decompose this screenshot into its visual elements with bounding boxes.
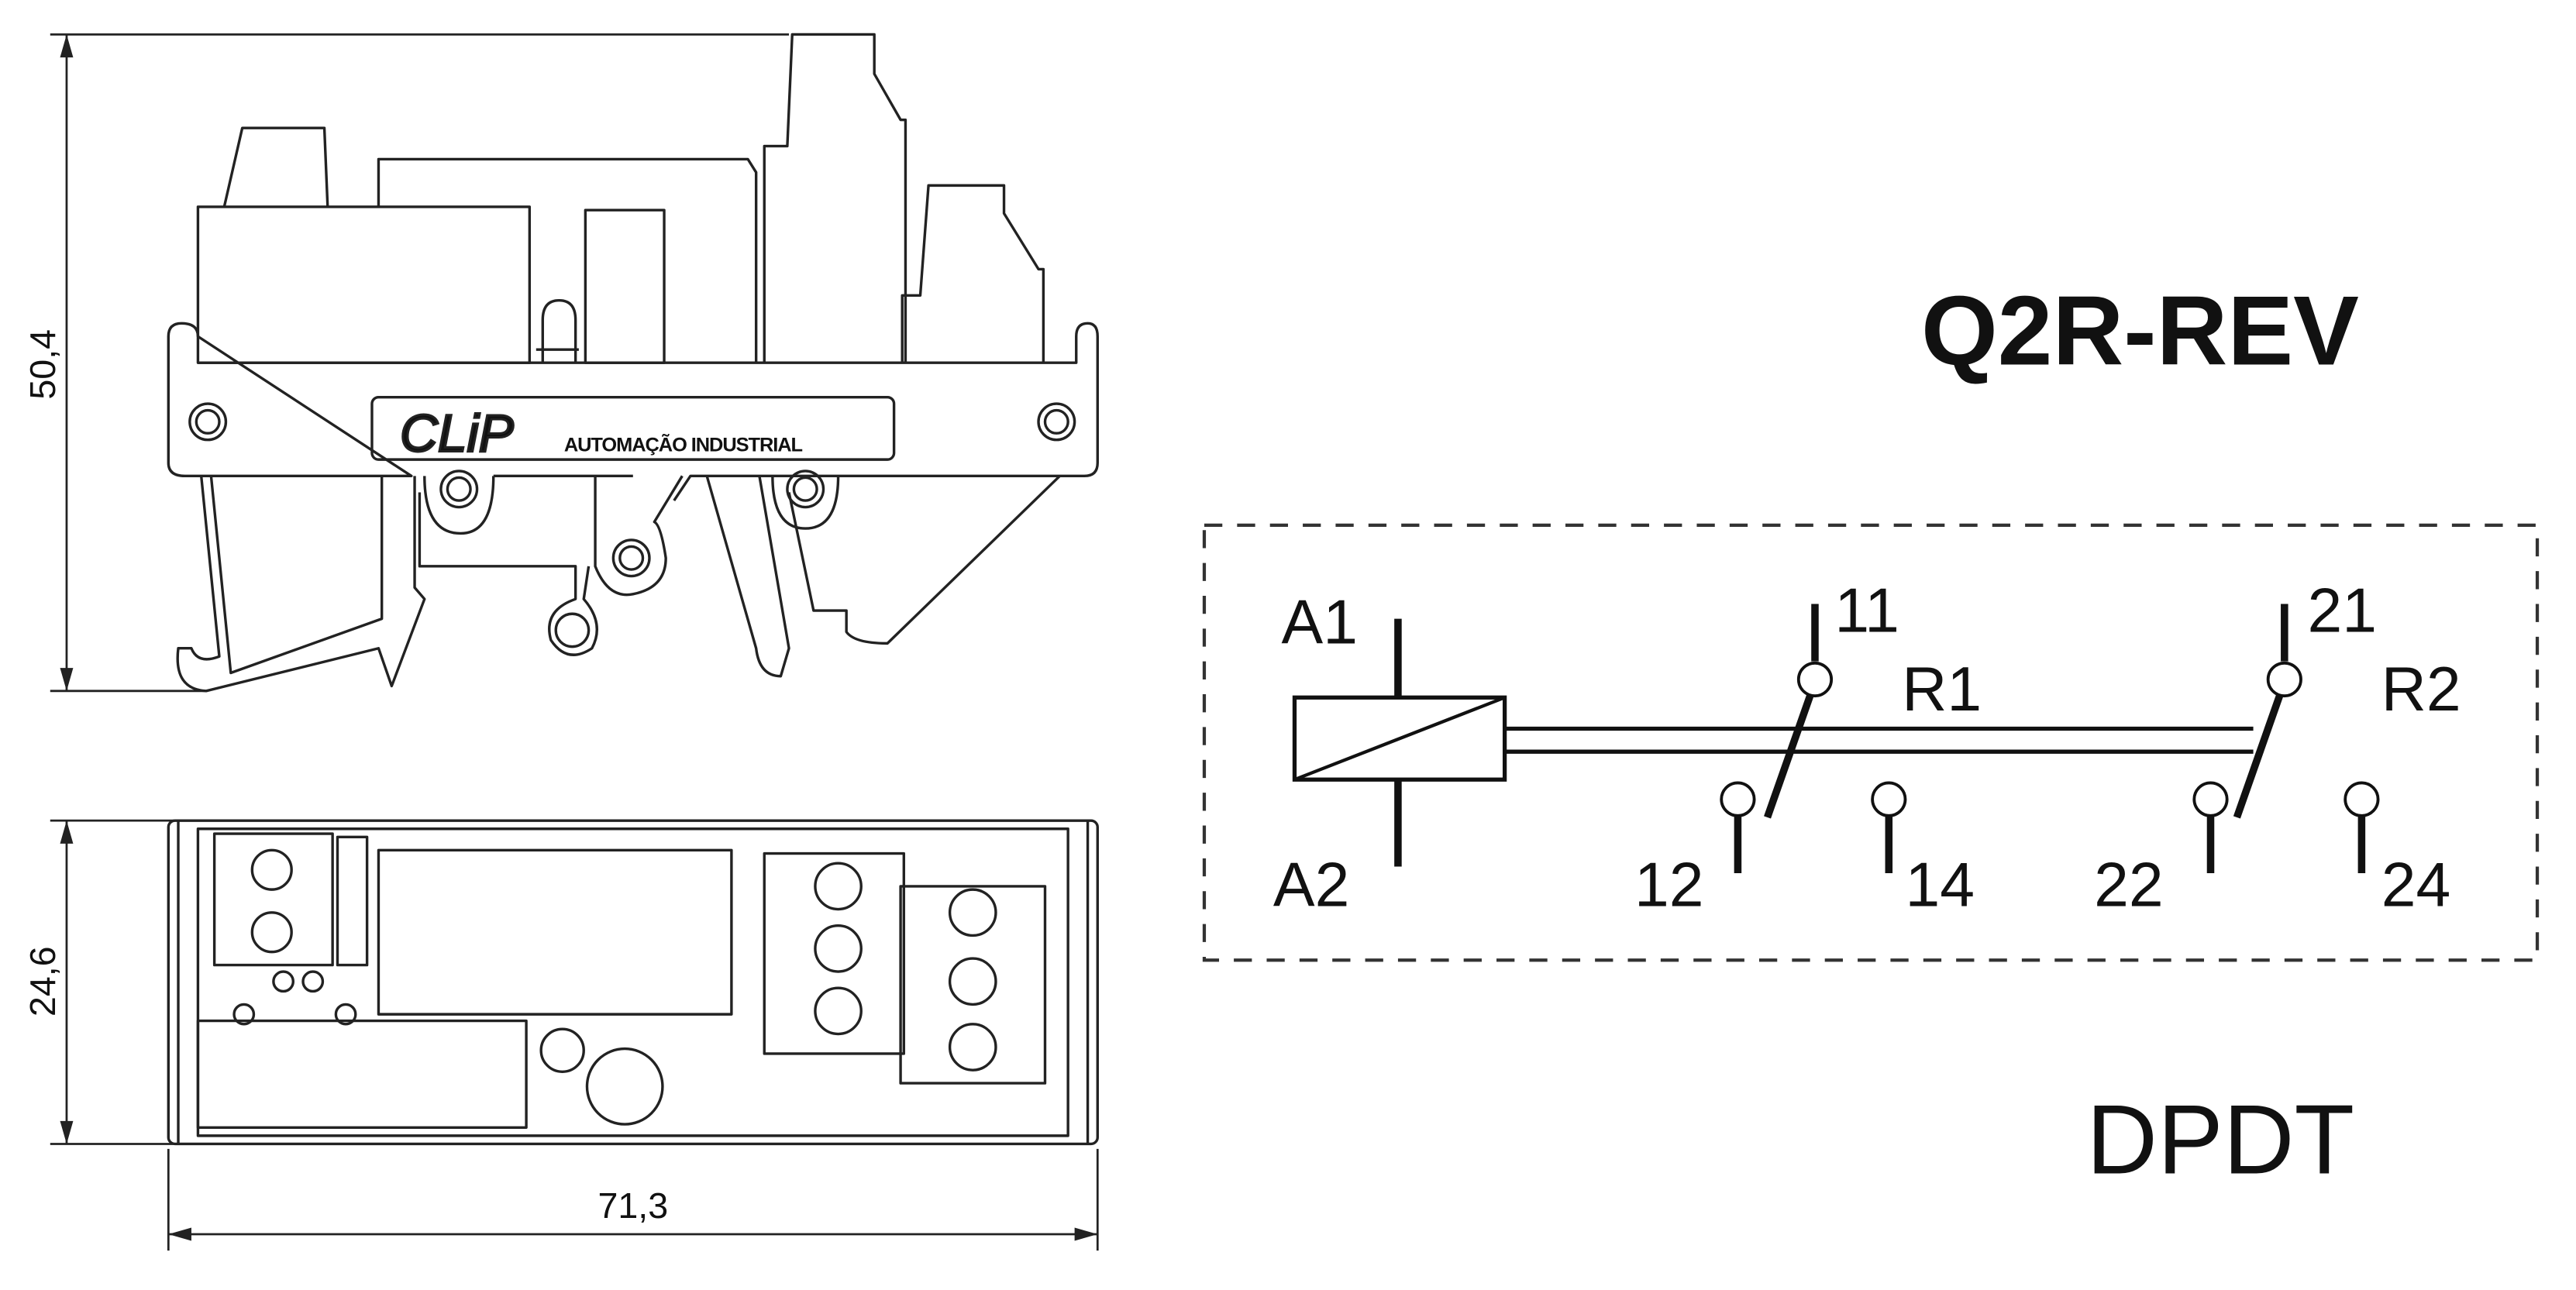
width-dimension: 71,3 [167, 1148, 1099, 1251]
relay-body [196, 33, 1045, 364]
wiring-schematic: Q2R-REV A1 A2 11 R1 12 14 [1202, 275, 2540, 1195]
height-dimension: 50,4 [22, 33, 790, 693]
model-title: Q2R-REV [1921, 275, 2359, 385]
width-dimension-label: 71,3 [598, 1185, 668, 1226]
brand-logo: CLiP [400, 405, 514, 463]
terminal-24: 24 [2381, 850, 2451, 920]
schematic-border [1202, 523, 2540, 962]
terminal-12: 12 [1634, 850, 1704, 920]
height-dimension-label: 50,4 [22, 329, 63, 400]
terminal-11: 11 [1834, 576, 1899, 646]
brand-tagline: AUTOMAÇÃO INDUSTRIAL [564, 433, 803, 456]
relay-label-r1: R1 [1902, 655, 1982, 724]
depth-dimension: 24,6 [22, 819, 174, 1145]
base-plate: CLiP AUTOMAÇÃO INDUSTRIAL [167, 322, 1099, 502]
din-rail-clip [176, 470, 1061, 693]
top-view-drawing: 24,6 71,3 [22, 819, 1099, 1251]
relay-label-r2: R2 [2381, 655, 2461, 724]
relay-coil: A1 A2 [1273, 587, 1507, 920]
relay-contact-r2: 21 R2 22 24 [2094, 576, 2461, 920]
depth-dimension-label: 24,6 [22, 946, 63, 1017]
coil-terminal-a2: A2 [1273, 850, 1349, 920]
relay-contact-r1: 11 R1 12 14 [1634, 576, 1982, 920]
contact-type-label: DPDT [2086, 1085, 2354, 1195]
terminal-22: 22 [2094, 850, 2164, 920]
coil-terminal-a1: A1 [1282, 587, 1358, 657]
terminal-21: 21 [2307, 576, 2377, 646]
terminal-14: 14 [1905, 850, 1975, 920]
side-view-drawing: 50,4 CLiP AUTOMAÇÃO INDUSTRIAL [22, 33, 1099, 693]
